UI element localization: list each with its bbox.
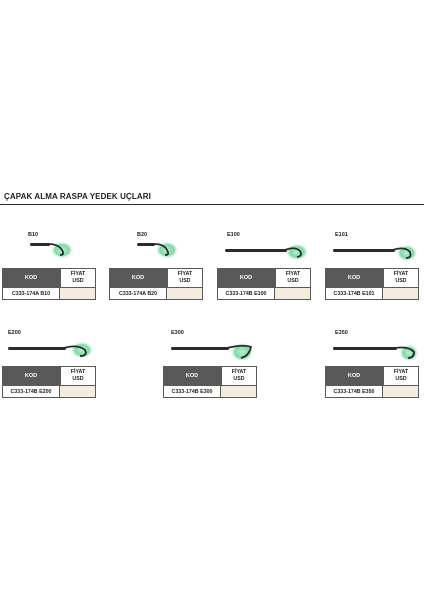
deburring-blade-icon (333, 344, 419, 362)
fiyat-header: FİYAT USD (60, 366, 96, 386)
price-cell (221, 386, 257, 398)
tool-code-label: B10 (28, 232, 39, 238)
currency-label: USD (72, 376, 84, 382)
fiyat-label: FİYAT (393, 271, 409, 277)
tool-code-label: E200 (8, 330, 21, 336)
tool-code-label: E101 (335, 232, 348, 238)
product-code-cell: C333-174B E350 (325, 386, 383, 398)
tool-code-label: E300 (171, 330, 184, 336)
kod-header: KOD (217, 268, 275, 288)
kod-header: KOD (2, 366, 60, 386)
fiyat-label: FİYAT (177, 271, 193, 277)
product-code-cell: C333-174B E100 (217, 288, 275, 300)
kod-header: KOD (2, 268, 60, 288)
kod-header: KOD (163, 366, 221, 386)
fiyat-label: FİYAT (285, 271, 301, 277)
fiyat-header: FİYAT USD (275, 268, 311, 288)
currency-label: USD (287, 278, 299, 284)
fiyat-label: FİYAT (70, 369, 86, 375)
fiyat-label: FİYAT (70, 271, 86, 277)
kod-header: KOD (325, 268, 383, 288)
tool-code-label: B20 (137, 232, 148, 238)
title-rule (0, 204, 424, 205)
page-title: ÇAPAK ALMA RASPA YEDEK UÇLARI (4, 192, 151, 201)
deburring-blade-icon (30, 241, 74, 259)
kod-header: KOD (109, 268, 167, 288)
price-cell (275, 288, 311, 300)
currency-label: USD (72, 278, 84, 284)
price-cell (383, 288, 419, 300)
fiyat-header: FİYAT USD (60, 268, 96, 288)
currency-label: USD (179, 278, 191, 284)
fiyat-header: FİYAT USD (221, 366, 257, 386)
deburring-blade-icon (225, 243, 309, 261)
tool-code-label: E100 (227, 232, 240, 238)
product-code-cell: C333-174B E200 (2, 386, 60, 398)
fiyat-header: FİYAT USD (167, 268, 203, 288)
deburring-blade-icon (8, 341, 94, 359)
fiyat-header: FİYAT USD (383, 366, 419, 386)
deburring-blade-icon (333, 244, 418, 262)
fiyat-header: FİYAT USD (383, 268, 419, 288)
currency-label: USD (395, 278, 407, 284)
currency-label: USD (395, 376, 407, 382)
kod-header: KOD (325, 366, 383, 386)
price-cell (60, 386, 96, 398)
fiyat-label: FİYAT (231, 369, 247, 375)
product-code-cell: C333-174A B20 (109, 288, 167, 300)
product-code-cell: C333-174A B10 (2, 288, 60, 300)
price-cell (60, 288, 96, 300)
deburring-blade-icon (171, 342, 254, 362)
product-code-cell: C333-174B E300 (163, 386, 221, 398)
product-code-cell: C333-174B E101 (325, 288, 383, 300)
price-cell (167, 288, 203, 300)
currency-label: USD (233, 376, 245, 382)
deburring-blade-icon (137, 241, 179, 259)
price-cell (383, 386, 419, 398)
fiyat-label: FİYAT (393, 369, 409, 375)
tool-code-label: E350 (335, 330, 348, 336)
